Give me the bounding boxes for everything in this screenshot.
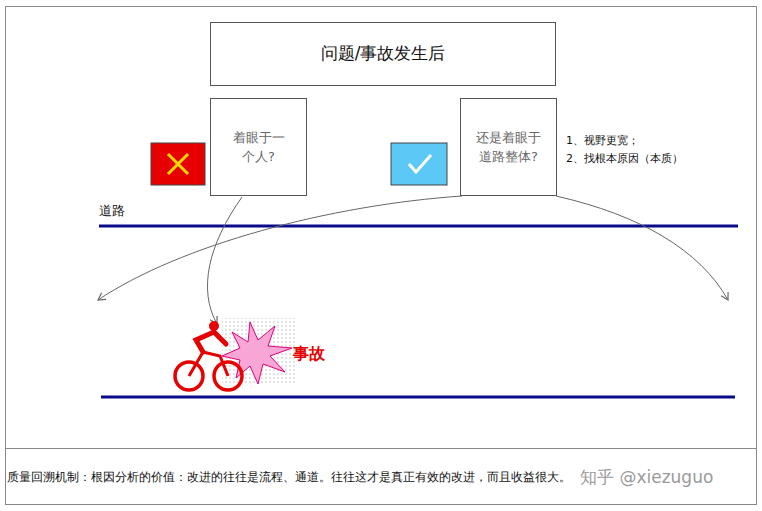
watermark: 知乎 @xiezuguo xyxy=(578,466,715,488)
wrong-mark xyxy=(151,143,205,185)
frame xyxy=(6,7,757,505)
title-box: 问题/事故发生后 xyxy=(210,22,556,86)
box-text: 着眼于一个人? xyxy=(233,128,285,167)
cyclist-icon xyxy=(175,321,242,390)
check-symbol xyxy=(409,155,431,172)
caption: 质量回溯机制：根因分析的价值：改进的往往是流程、通道。往往这才是真正有效的改进，… xyxy=(7,470,571,485)
scope-arrow xyxy=(556,196,728,300)
box-text: 问题/事故发生后 xyxy=(321,41,446,67)
right-mark xyxy=(391,143,447,185)
road-label: 道路 xyxy=(99,203,125,220)
focus-arrow xyxy=(207,197,242,324)
list-item: 1、视野更宽； xyxy=(566,134,639,148)
scope-arrow xyxy=(98,196,462,300)
option-box: 着眼于一个人? xyxy=(210,98,307,196)
x-symbol xyxy=(168,154,188,174)
road-line xyxy=(101,396,735,399)
accident-label: 事故 xyxy=(293,344,325,365)
explosion xyxy=(222,322,292,384)
halftone xyxy=(222,318,295,384)
option-box: 还是着眼于道路整体? xyxy=(460,98,557,196)
list-item: 2、找根本原因（本质） xyxy=(566,152,683,166)
caption-divider xyxy=(5,448,757,449)
box-text: 还是着眼于道路整体? xyxy=(474,128,544,167)
